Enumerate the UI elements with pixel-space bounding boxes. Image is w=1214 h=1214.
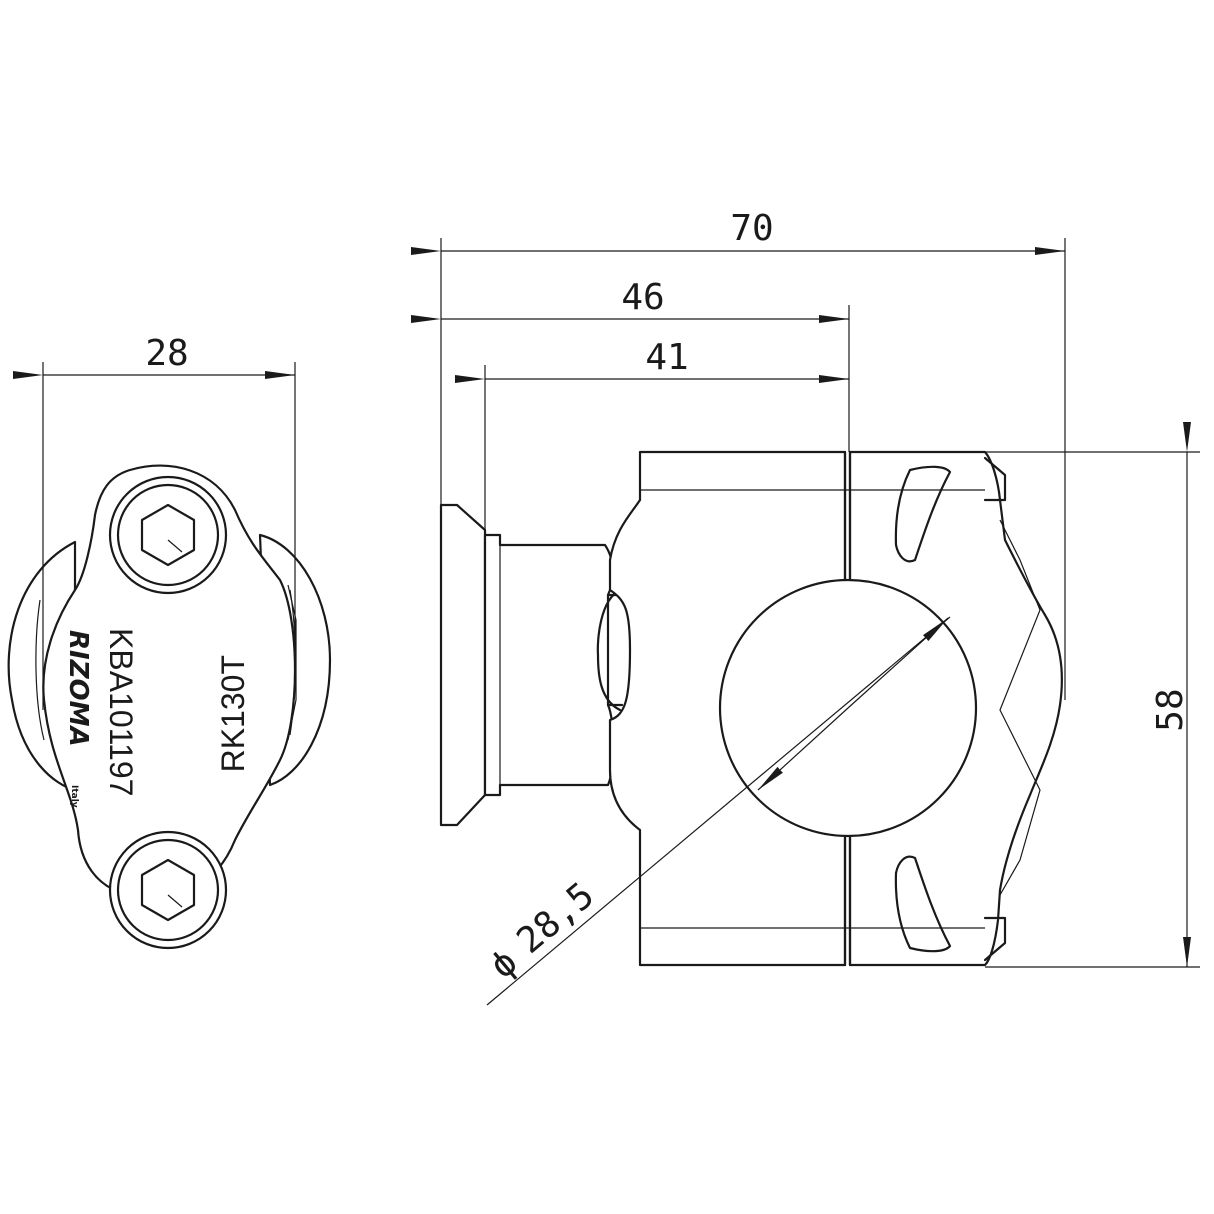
dim-label-46: 46 [621,277,664,318]
dimension-41: 41 [455,337,849,535]
dimension-46: 46 [411,277,850,452]
part-code-engraving: KBA101197 [103,628,139,796]
top-view: RIZOMA Italy KBA101197 RK130T 28 [7,333,332,950]
bolt-head-top [108,475,228,595]
side-view: 70 46 41 58 ϕ 28,5 [411,208,1200,1006]
model-code-engraving: RK130T [215,655,251,772]
dim-label-28: 28 [145,333,188,374]
dim-label-58: 58 [1150,688,1191,731]
cap-slot-bottom [894,855,952,953]
dimension-width: 28 [13,333,296,710]
dim-label-70: 70 [730,208,773,249]
hex-socket-icon [140,858,196,922]
dim-label-diameter: 28,5 [509,875,602,962]
bolt-head-bottom [108,830,228,950]
neck-tube [483,533,615,797]
brand-logo: RIZOMA [63,630,93,747]
brand-logo-sub: Italy [69,785,79,808]
hex-socket-icon [140,503,196,567]
dimension-overall: 70 [411,208,1066,700]
diameter-symbol: ϕ [482,942,525,987]
cap-slot-top [894,465,952,563]
mount-plate [439,503,487,827]
dimension-height: 58 [985,422,1200,968]
dim-label-41: 41 [645,337,688,378]
